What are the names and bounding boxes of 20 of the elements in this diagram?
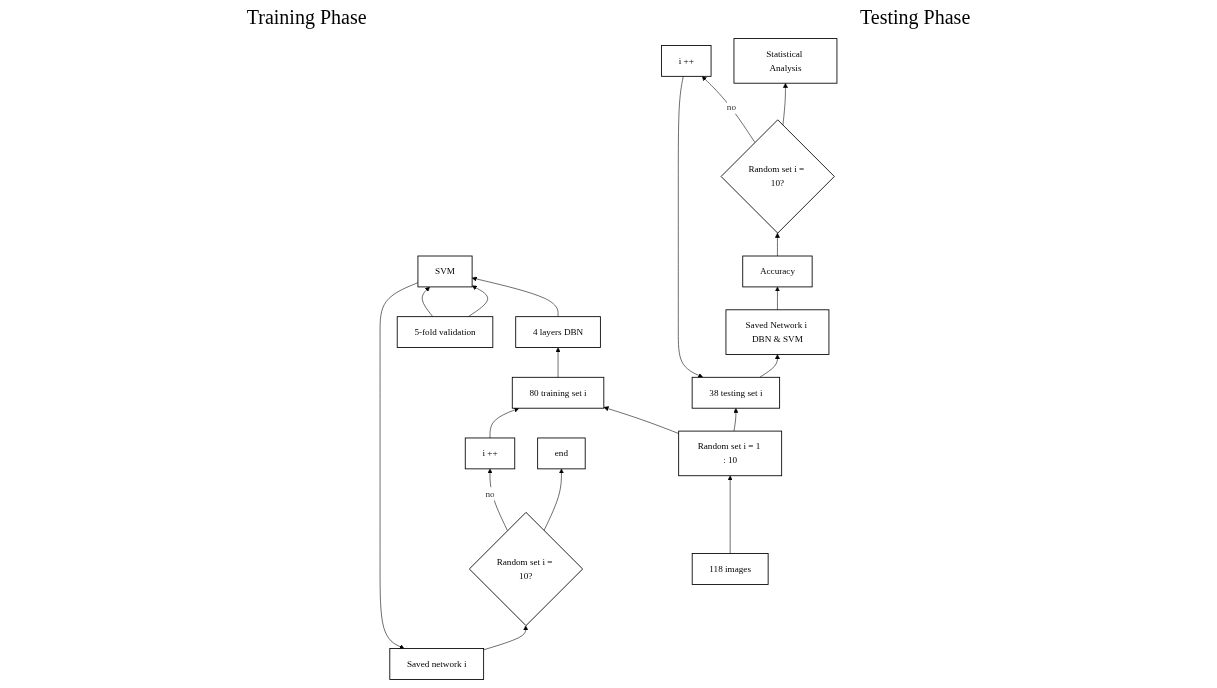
node-box: end: [537, 437, 586, 470]
node-box: i ++: [464, 437, 516, 470]
node-box: Saved Network i DBN & SVM: [725, 309, 830, 355]
node-diamond: Random set i = 10?: [468, 511, 584, 627]
node-box: SVM: [417, 255, 473, 288]
node-box: 118 images: [691, 553, 769, 585]
node-box: 4 layers DBN: [515, 316, 601, 348]
phase-heading: Training Phase: [246, 5, 367, 29]
node-box: 80 training set i: [511, 376, 605, 409]
edge-label: no: [485, 488, 495, 499]
node-box: 5-fold validation: [396, 316, 494, 348]
node-box: Accuracy: [742, 255, 813, 288]
phase-heading: Testing Phase: [860, 5, 971, 29]
node-box: 38 testing set i: [691, 376, 781, 409]
node-box: Saved network i: [389, 648, 485, 680]
node-box: i ++: [661, 45, 712, 77]
node-diamond: Random set i = 10?: [720, 119, 835, 234]
node-box: Random set i = 1 : 10: [678, 430, 783, 477]
node-box: Statistical Analysis: [733, 38, 838, 84]
edge-label: no: [726, 101, 737, 112]
